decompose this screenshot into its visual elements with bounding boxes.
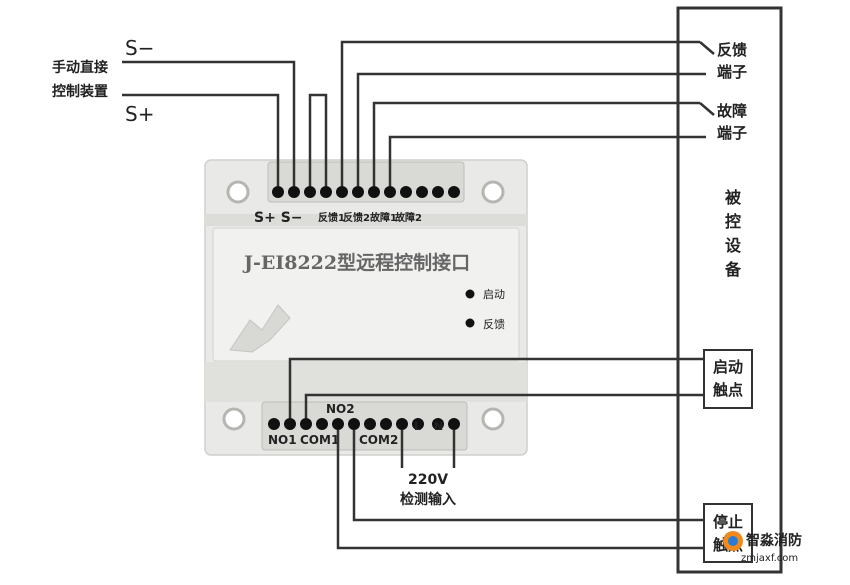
mounting-hole-tr	[481, 180, 505, 204]
device-model-title: J-EI8222型远程控制接口	[242, 251, 470, 274]
logo-emblem	[229, 304, 291, 353]
fault1-label: 故障1	[370, 211, 397, 224]
feedback-terminal-label-1: 反馈	[717, 41, 747, 59]
controlled-device-char-4: 备	[724, 260, 742, 279]
led-feedback-label: 反馈	[483, 318, 505, 331]
controlled-device-box	[676, 6, 783, 574]
watermark: 智淼消防 zmjaxf.com	[723, 531, 802, 564]
feedback-terminal-switch	[678, 40, 715, 76]
manual-s-plus-label: S+	[125, 102, 154, 126]
watermark-brand: 智淼消防	[745, 532, 802, 549]
fault2-label: 故障2	[395, 211, 422, 224]
bottom-terminal-screws	[268, 418, 460, 430]
fault-terminal-label-1: 故障	[717, 102, 747, 120]
mounting-hole-tl	[226, 180, 250, 204]
wire-feedback-2	[356, 72, 678, 186]
top-terminal-screws	[272, 186, 460, 198]
manual-device-label-1: 手动直接	[52, 59, 108, 76]
com2-label: COM2	[359, 433, 398, 447]
wire-stop-com2	[336, 430, 704, 550]
wire-feedback-1	[340, 40, 678, 186]
feedback-terminal-label-2: 端子	[717, 63, 747, 81]
mounting-hole-br	[481, 407, 505, 431]
mounting-hole-bl	[222, 407, 246, 431]
fault-terminal-switch	[678, 101, 715, 139]
wire-fault-1	[372, 101, 678, 186]
s-plus-minus-label: S+ S−	[254, 210, 303, 226]
watermark-url: zmjaxf.com	[741, 553, 798, 564]
l-label: L	[414, 420, 421, 433]
manual-s-minus-label: S−	[125, 36, 154, 60]
led-feedback	[465, 318, 475, 328]
start-contact-label-2: 触点	[713, 381, 743, 399]
com1-label: COM1	[300, 433, 339, 447]
no2-label: NO2	[326, 402, 355, 416]
wire-stop-no2	[352, 430, 704, 522]
controlled-device-char-1: 被	[725, 188, 742, 207]
wire-fault-2	[388, 135, 678, 186]
stop-contact-label-1: 停止	[713, 513, 743, 531]
wire-start-no1	[288, 357, 704, 418]
wire-s-minus	[122, 60, 296, 186]
manual-device-label-2: 控制装置	[52, 83, 108, 100]
led-start	[465, 289, 475, 299]
feedback1-label: 反馈1	[318, 211, 345, 224]
power-voltage-label: 220V	[408, 472, 448, 488]
n-label: N	[434, 420, 443, 433]
controlled-device-char-2: 控	[725, 212, 741, 231]
fault-terminal-label-2: 端子	[717, 124, 747, 142]
wire-s-plus	[122, 93, 280, 186]
wire-jumper	[308, 93, 328, 186]
no1-label: NO1	[268, 433, 297, 447]
wire-start-com1	[304, 393, 704, 418]
led-start-label: 启动	[483, 288, 505, 301]
device-body	[204, 159, 528, 456]
start-contact-label-1: 启动	[713, 358, 743, 376]
start-contact-box	[703, 349, 753, 409]
controlled-device-char-3: 设	[725, 236, 742, 255]
feedback2-label: 反馈2	[343, 211, 370, 224]
power-input-label: 检测输入	[400, 491, 456, 508]
wires	[122, 40, 704, 550]
